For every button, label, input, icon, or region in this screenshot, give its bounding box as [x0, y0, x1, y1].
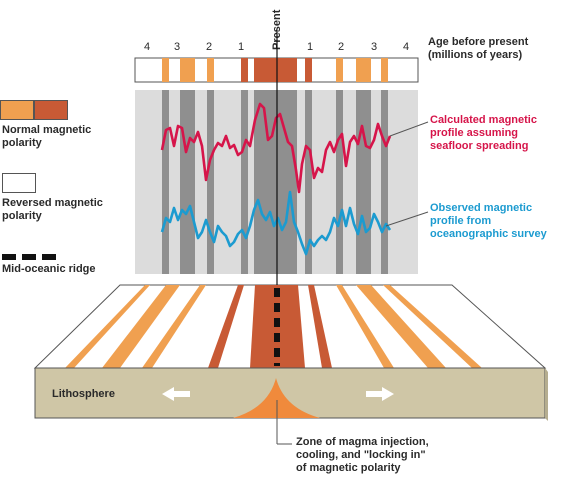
tick-label: 2 [338, 41, 344, 53]
tick-label: 4 [144, 41, 150, 53]
calculated-leader-line [389, 121, 429, 137]
profile-stripe [305, 90, 312, 274]
timeline-normal-band [207, 58, 214, 82]
reversed-swatch [2, 173, 36, 193]
timeline-normal-band [254, 58, 297, 82]
profile-stripe [356, 90, 371, 274]
age-label: Age before present (millions of years) [428, 36, 529, 61]
timeline-normal-band [180, 58, 195, 82]
observed-profile-label: Observed magnetic profile from oceanogra… [430, 202, 547, 240]
tick-label-present: Present [271, 9, 283, 50]
lithosphere-label: Lithosphere [52, 388, 115, 400]
timeline-normal-band [162, 58, 169, 82]
profile-stripe [180, 90, 195, 274]
block-stripe [142, 285, 206, 368]
timeline-normal-band [336, 58, 343, 82]
profile-stripe [162, 90, 169, 274]
legend-normal-label: Normal magnetic polarity [2, 124, 92, 149]
zone-label: Zone of magma injection, cooling, and "l… [296, 436, 429, 474]
tick-label: 2 [206, 41, 212, 53]
normal-swatch-light [0, 100, 34, 120]
observed-leader-line [385, 211, 429, 227]
tick-label: 4 [403, 41, 409, 53]
normal-swatch-dark [34, 100, 68, 120]
legend-reversed-label: Reversed magnetic polarity [2, 197, 103, 222]
ridge-legend-icon [2, 247, 56, 265]
block-stripe [336, 285, 394, 368]
legend-ridge-label: Mid-oceanic ridge [2, 263, 96, 275]
profile-stripe [241, 90, 248, 274]
timeline-normal-band [305, 58, 312, 82]
block-stripe [356, 285, 446, 368]
profile-panel [135, 90, 429, 274]
block-stripe [65, 285, 150, 368]
block-side-face [545, 368, 548, 421]
tick-label: 3 [371, 41, 377, 53]
lithosphere-block [33, 284, 548, 421]
calculated-profile-label: Calculated magnetic profile assuming sea… [430, 114, 537, 152]
spreading-arrow-right-icon [366, 387, 394, 401]
observed-profile-line [160, 190, 392, 256]
profile-stripe [381, 90, 388, 274]
timeline-ticks: 4 3 2 1 Present 1 2 3 4 [144, 9, 409, 53]
spreading-arrow-left-icon [162, 387, 190, 401]
timeline-normal-band [241, 58, 248, 82]
profile-stripe [207, 90, 214, 274]
calculated-profile-line [160, 102, 392, 194]
timeline-normal-band [381, 58, 388, 82]
block-stripe [308, 285, 332, 368]
block-stripe [102, 285, 180, 368]
block-stripe [208, 285, 244, 368]
tick-label: 3 [174, 41, 180, 53]
magma-injection [233, 378, 320, 418]
tick-label: 1 [307, 41, 313, 53]
profile-stripe [336, 90, 343, 274]
block-stripe [383, 285, 482, 368]
tick-label: 1 [238, 41, 244, 53]
timeline-normal-band [356, 58, 371, 82]
